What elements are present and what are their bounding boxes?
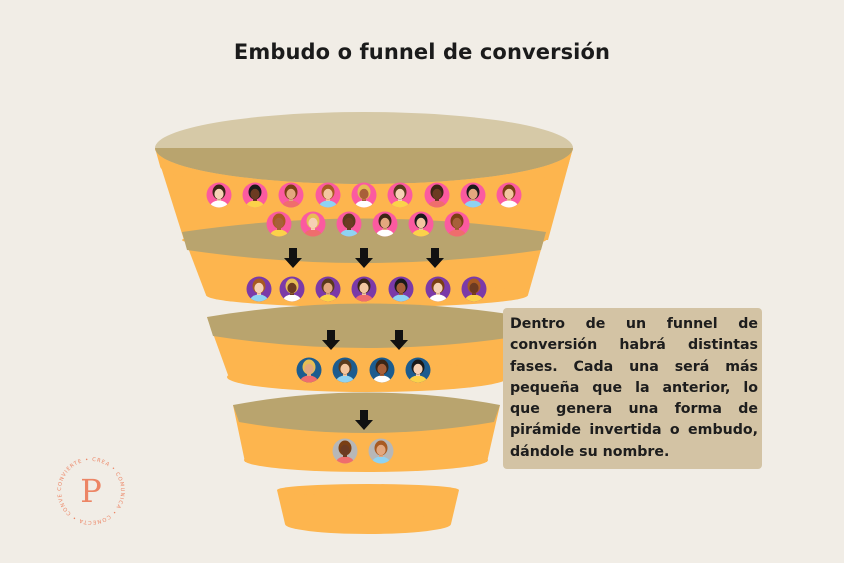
person-avatar-icon — [332, 357, 358, 383]
person-avatar-icon — [315, 276, 341, 302]
funnel-stage-3 — [207, 303, 527, 392]
person-avatar-icon — [351, 182, 377, 208]
diagram-title: Embudo o funnel de conversión — [233, 40, 611, 64]
person-avatar-icon — [278, 182, 304, 208]
down-arrow-icon — [355, 410, 373, 430]
person-avatar-icon — [408, 211, 434, 237]
person-avatar-icon — [388, 276, 414, 302]
person-avatar-icon — [460, 182, 486, 208]
down-arrow-icon — [355, 248, 373, 268]
down-arrow-icon — [426, 248, 444, 268]
person-avatar-icon — [279, 276, 305, 302]
person-avatar-icon — [246, 276, 272, 302]
person-avatar-icon — [300, 211, 326, 237]
person-avatar-icon — [372, 211, 398, 237]
down-arrow-icon — [322, 330, 340, 350]
person-avatar-icon — [266, 211, 292, 237]
person-avatar-icon — [369, 357, 395, 383]
funnel-stage-4 — [233, 392, 500, 472]
person-avatar-icon — [444, 211, 470, 237]
person-avatar-icon — [296, 357, 322, 383]
person-avatar-icon — [425, 276, 451, 302]
funnel-description: Dentro de un funnel de conversión habrá … — [503, 308, 762, 470]
person-avatar-icon — [496, 182, 522, 208]
person-avatar-icon — [424, 182, 450, 208]
person-avatar-icon — [387, 182, 413, 208]
person-avatar-icon — [405, 357, 431, 383]
person-avatar-icon — [336, 211, 362, 237]
down-arrow-icon — [284, 248, 302, 268]
person-avatar-icon — [351, 276, 377, 302]
person-avatar-icon — [332, 438, 358, 464]
brand-logo: P CONVIERTE • CREA • COMUNICA • CONECTA … — [52, 452, 124, 525]
person-avatar-icon — [368, 438, 394, 464]
logo-letter: P — [80, 472, 102, 510]
person-avatar-icon — [315, 182, 341, 208]
down-arrow-icon — [390, 330, 408, 350]
person-avatar-icon — [242, 182, 268, 208]
person-avatar-icon — [461, 276, 487, 302]
funnel-stage-5 — [277, 484, 459, 534]
person-avatar-icon — [206, 182, 232, 208]
